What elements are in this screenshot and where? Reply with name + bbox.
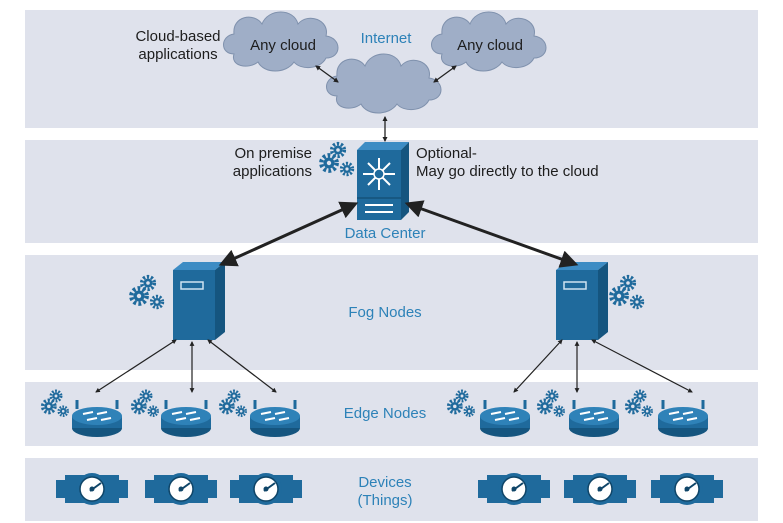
gears-icon-edge-1 (43, 391, 68, 416)
datacenter-label: Data Center (344, 225, 426, 242)
arrow-datacenter-fog-right (404, 200, 579, 268)
gears-icon-edge-4 (449, 391, 474, 416)
meter-device-icon-2 (144, 472, 218, 506)
meter-device-icon-5 (563, 472, 637, 506)
arrow-cloud-left-internet (315, 65, 339, 83)
fog-nodes-label: Fog Nodes (348, 304, 422, 321)
arrow-datacenter-fog-left (218, 201, 359, 267)
edge-nodes-label: Edge Nodes (343, 405, 427, 422)
meter-device-icon-4 (477, 472, 551, 506)
optional-note: Optional- May go directly to the cloud (416, 145, 599, 180)
fog-edge-arrows (95, 339, 693, 393)
devices-label: Devices (Things) (357, 474, 413, 509)
gears-icon-datacenter (321, 144, 352, 175)
gears-icon-edge-6 (627, 391, 652, 416)
datacenter-switch-icon (357, 142, 409, 220)
cloud-right-label: Any cloud (457, 37, 523, 54)
gears-icon-edge-5 (539, 391, 564, 416)
router-icon-6 (656, 398, 710, 439)
router-icon-3 (248, 398, 302, 439)
router-icon-5 (567, 398, 621, 439)
gears-icon-edge-3 (221, 391, 246, 416)
gears-icon-fog-right (611, 277, 642, 308)
meter-device-icon-6 (650, 472, 724, 506)
meter-device-icon-3 (229, 472, 303, 506)
fog-server-right-icon (555, 261, 609, 341)
cloud-internet-shape (326, 53, 442, 114)
gears-icon-fog-left (131, 277, 162, 308)
cloud-left-label: Any cloud (250, 37, 316, 54)
router-icon-4 (478, 398, 532, 439)
internet-label: Internet (360, 30, 412, 47)
router-icon-2 (159, 398, 213, 439)
cloud-apps-label: Cloud-based applications (135, 28, 221, 63)
gears-icon-edge-2 (133, 391, 158, 416)
onpremise-apps-label: On premise applications (232, 145, 312, 180)
arrow-cloud-right-internet (433, 65, 457, 83)
router-icon-1 (70, 398, 124, 439)
fog-server-left-icon (172, 261, 226, 341)
meter-device-icon-1 (55, 472, 129, 506)
